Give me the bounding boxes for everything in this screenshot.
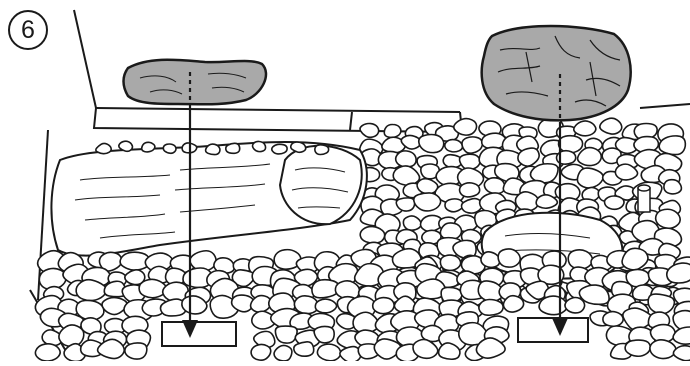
stone	[604, 196, 624, 209]
stone	[659, 136, 685, 155]
stone	[119, 141, 133, 151]
stone	[414, 193, 441, 211]
stone	[459, 154, 479, 169]
stone	[656, 209, 681, 228]
stone	[577, 168, 603, 188]
stone	[393, 166, 419, 185]
stone	[460, 183, 480, 197]
stone	[396, 198, 414, 211]
stone	[664, 180, 682, 194]
stone	[360, 124, 379, 138]
stone	[568, 250, 592, 269]
stone	[518, 148, 539, 166]
stone	[498, 249, 520, 267]
highlight-stone-large	[482, 26, 631, 120]
stone	[102, 298, 127, 315]
stone	[373, 298, 394, 314]
stone	[253, 141, 266, 151]
stone	[142, 142, 155, 152]
stone	[272, 144, 287, 154]
stone	[539, 296, 567, 315]
stone	[96, 143, 111, 153]
stone	[481, 252, 500, 268]
stone	[403, 216, 421, 230]
stone	[360, 227, 384, 243]
stone	[479, 299, 503, 315]
flat-slab-left	[51, 142, 366, 256]
stone	[603, 312, 623, 327]
stone	[578, 148, 602, 166]
stone	[650, 340, 676, 359]
stone	[294, 342, 314, 356]
stone	[462, 137, 482, 153]
stone	[226, 143, 240, 153]
stone	[503, 296, 523, 312]
slot-left	[162, 322, 236, 346]
stone	[445, 140, 463, 152]
stone	[315, 145, 329, 155]
stone	[275, 326, 297, 343]
slot-right	[518, 318, 588, 342]
highlight-stone-flat	[124, 60, 267, 105]
step-number-badge: 6	[8, 10, 48, 50]
stone	[559, 136, 583, 153]
stone	[484, 178, 504, 194]
stone	[35, 344, 60, 361]
stone	[600, 118, 622, 134]
stone	[125, 343, 147, 359]
stone	[673, 327, 690, 344]
stone	[648, 294, 674, 314]
stone	[206, 144, 220, 155]
stone	[251, 344, 271, 360]
stone	[317, 344, 340, 361]
sensor-post	[638, 185, 650, 212]
stone	[396, 151, 416, 167]
stone	[454, 119, 477, 136]
stone	[315, 299, 336, 313]
stone	[515, 192, 539, 211]
stone	[163, 144, 176, 153]
stone	[274, 345, 292, 361]
stone	[565, 298, 585, 313]
stone	[419, 134, 444, 152]
stone	[625, 340, 650, 356]
stone	[440, 255, 460, 270]
stone	[291, 142, 306, 152]
stone	[384, 124, 401, 137]
stone	[574, 121, 596, 136]
